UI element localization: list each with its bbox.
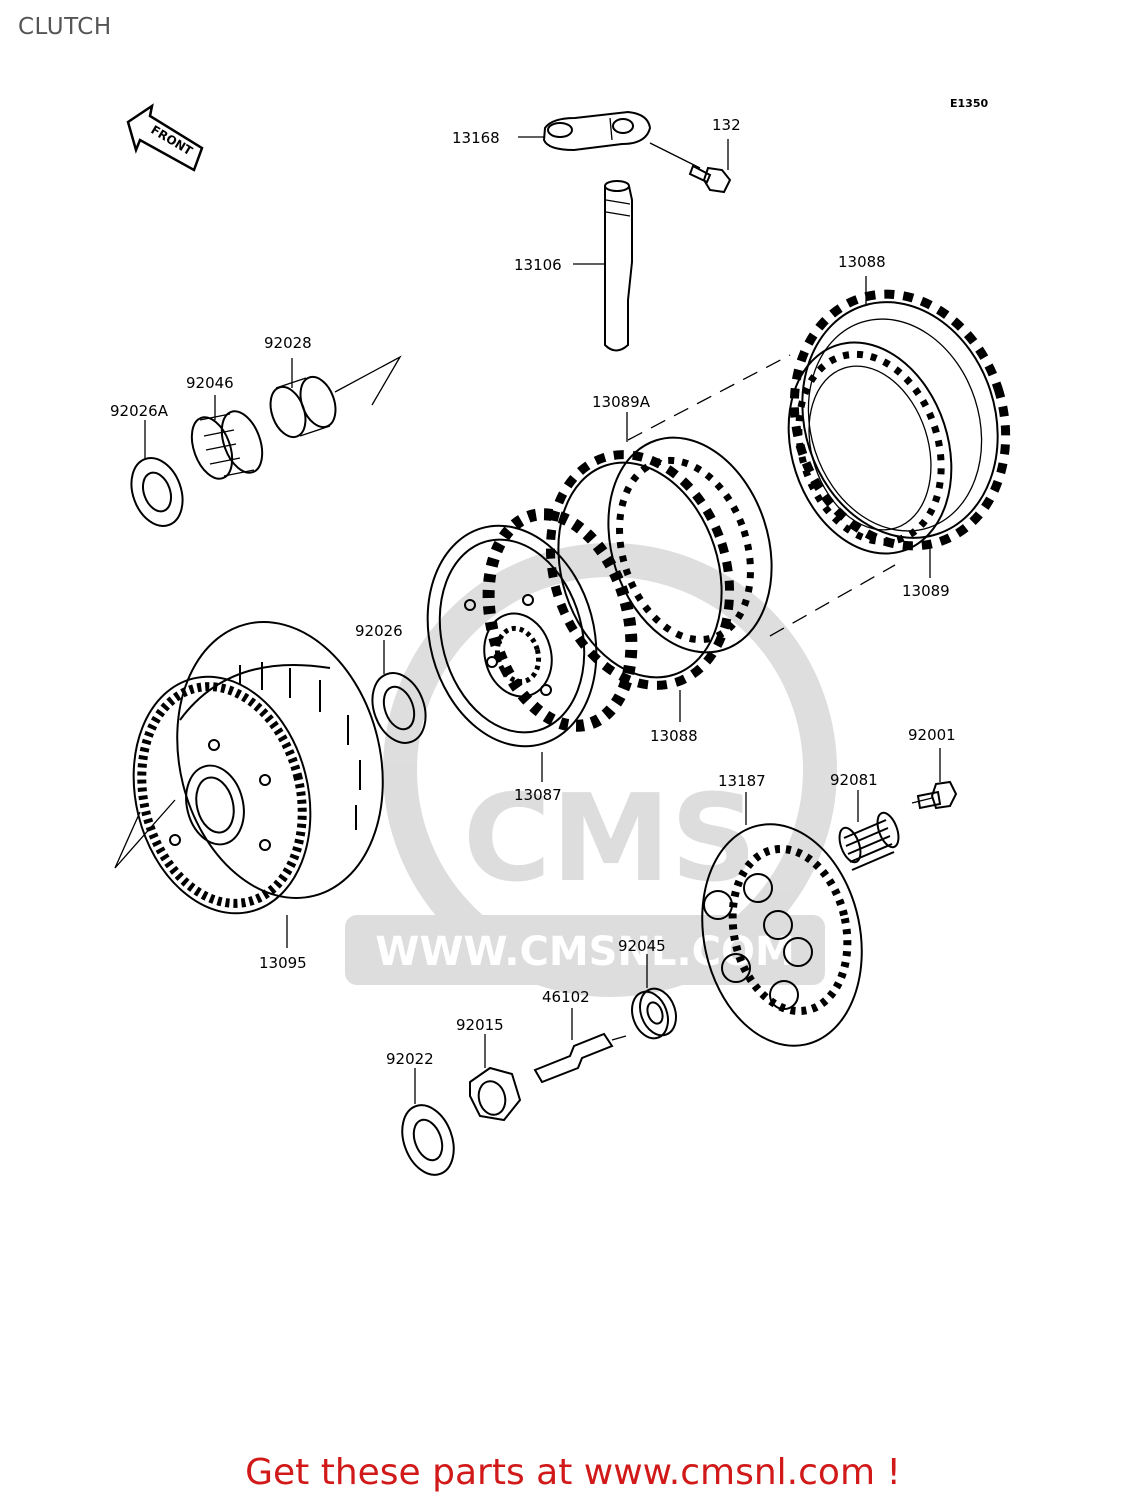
bearing-92045	[631, 987, 677, 1040]
diagram-code: E1350	[950, 97, 988, 110]
sleeve-92028	[269, 375, 337, 439]
pressure-plate-13187	[701, 823, 863, 1047]
page-title: CLUTCH	[18, 14, 112, 40]
repeat-line-top	[627, 354, 791, 441]
washer-92022	[401, 1104, 455, 1176]
friction-plate-13088-top	[789, 289, 1011, 551]
friction-plate-13088-bottom	[545, 450, 735, 690]
nut-92015	[469, 1066, 522, 1122]
label-92046: 92046	[186, 374, 234, 392]
label-92081: 92081	[830, 771, 878, 789]
needle-bearing-92046	[190, 410, 264, 480]
assembly-arrow-top	[334, 355, 402, 406]
label-92045: 92045	[618, 937, 666, 955]
cmsnl-watermark: CMS WWW.CMSNL.COM	[345, 543, 837, 997]
clutch-plate-13089	[787, 341, 953, 555]
label-92001: 92001	[908, 726, 956, 744]
release-shaft-13106	[604, 180, 633, 352]
washer-92026a	[130, 457, 184, 527]
push-rod-46102	[533, 1032, 627, 1084]
label-92026: 92026	[355, 622, 403, 640]
label-13088-bottom: 13088	[650, 727, 698, 745]
label-13089a: 13089A	[592, 393, 651, 411]
bolt-92001	[911, 780, 958, 810]
washer-92026	[371, 672, 427, 744]
label-92022: 92022	[386, 1050, 434, 1068]
label-13089: 13089	[902, 582, 950, 600]
watermark-logo: CMS	[463, 770, 757, 909]
release-lever	[542, 110, 652, 152]
clutch-housing-13095	[132, 621, 384, 915]
label-13106: 13106	[514, 256, 562, 274]
assembly-arrow-left	[114, 799, 176, 869]
label-13087: 13087	[514, 786, 562, 804]
footer-cta[interactable]: Get these parts at www.cmsnl.com !	[245, 1452, 901, 1493]
label-13095: 13095	[259, 954, 307, 972]
label-46102: 46102	[542, 988, 590, 1006]
label-13088-top: 13088	[838, 253, 886, 271]
front-arrow-icon: FRONT	[126, 103, 204, 172]
repeat-line-bottom	[769, 564, 896, 637]
label-13187: 13187	[718, 772, 766, 790]
label-92015: 92015	[456, 1016, 504, 1034]
spring-92081	[838, 811, 900, 871]
label-132: 132	[712, 116, 741, 134]
label-92028: 92028	[264, 334, 312, 352]
bolt-132	[649, 142, 732, 194]
label-13168: 13168	[452, 129, 500, 147]
watermark-url: WWW.CMSNL.COM	[375, 929, 795, 975]
label-92026a: 92026A	[110, 402, 169, 420]
clutch-hub-13087	[426, 508, 638, 748]
